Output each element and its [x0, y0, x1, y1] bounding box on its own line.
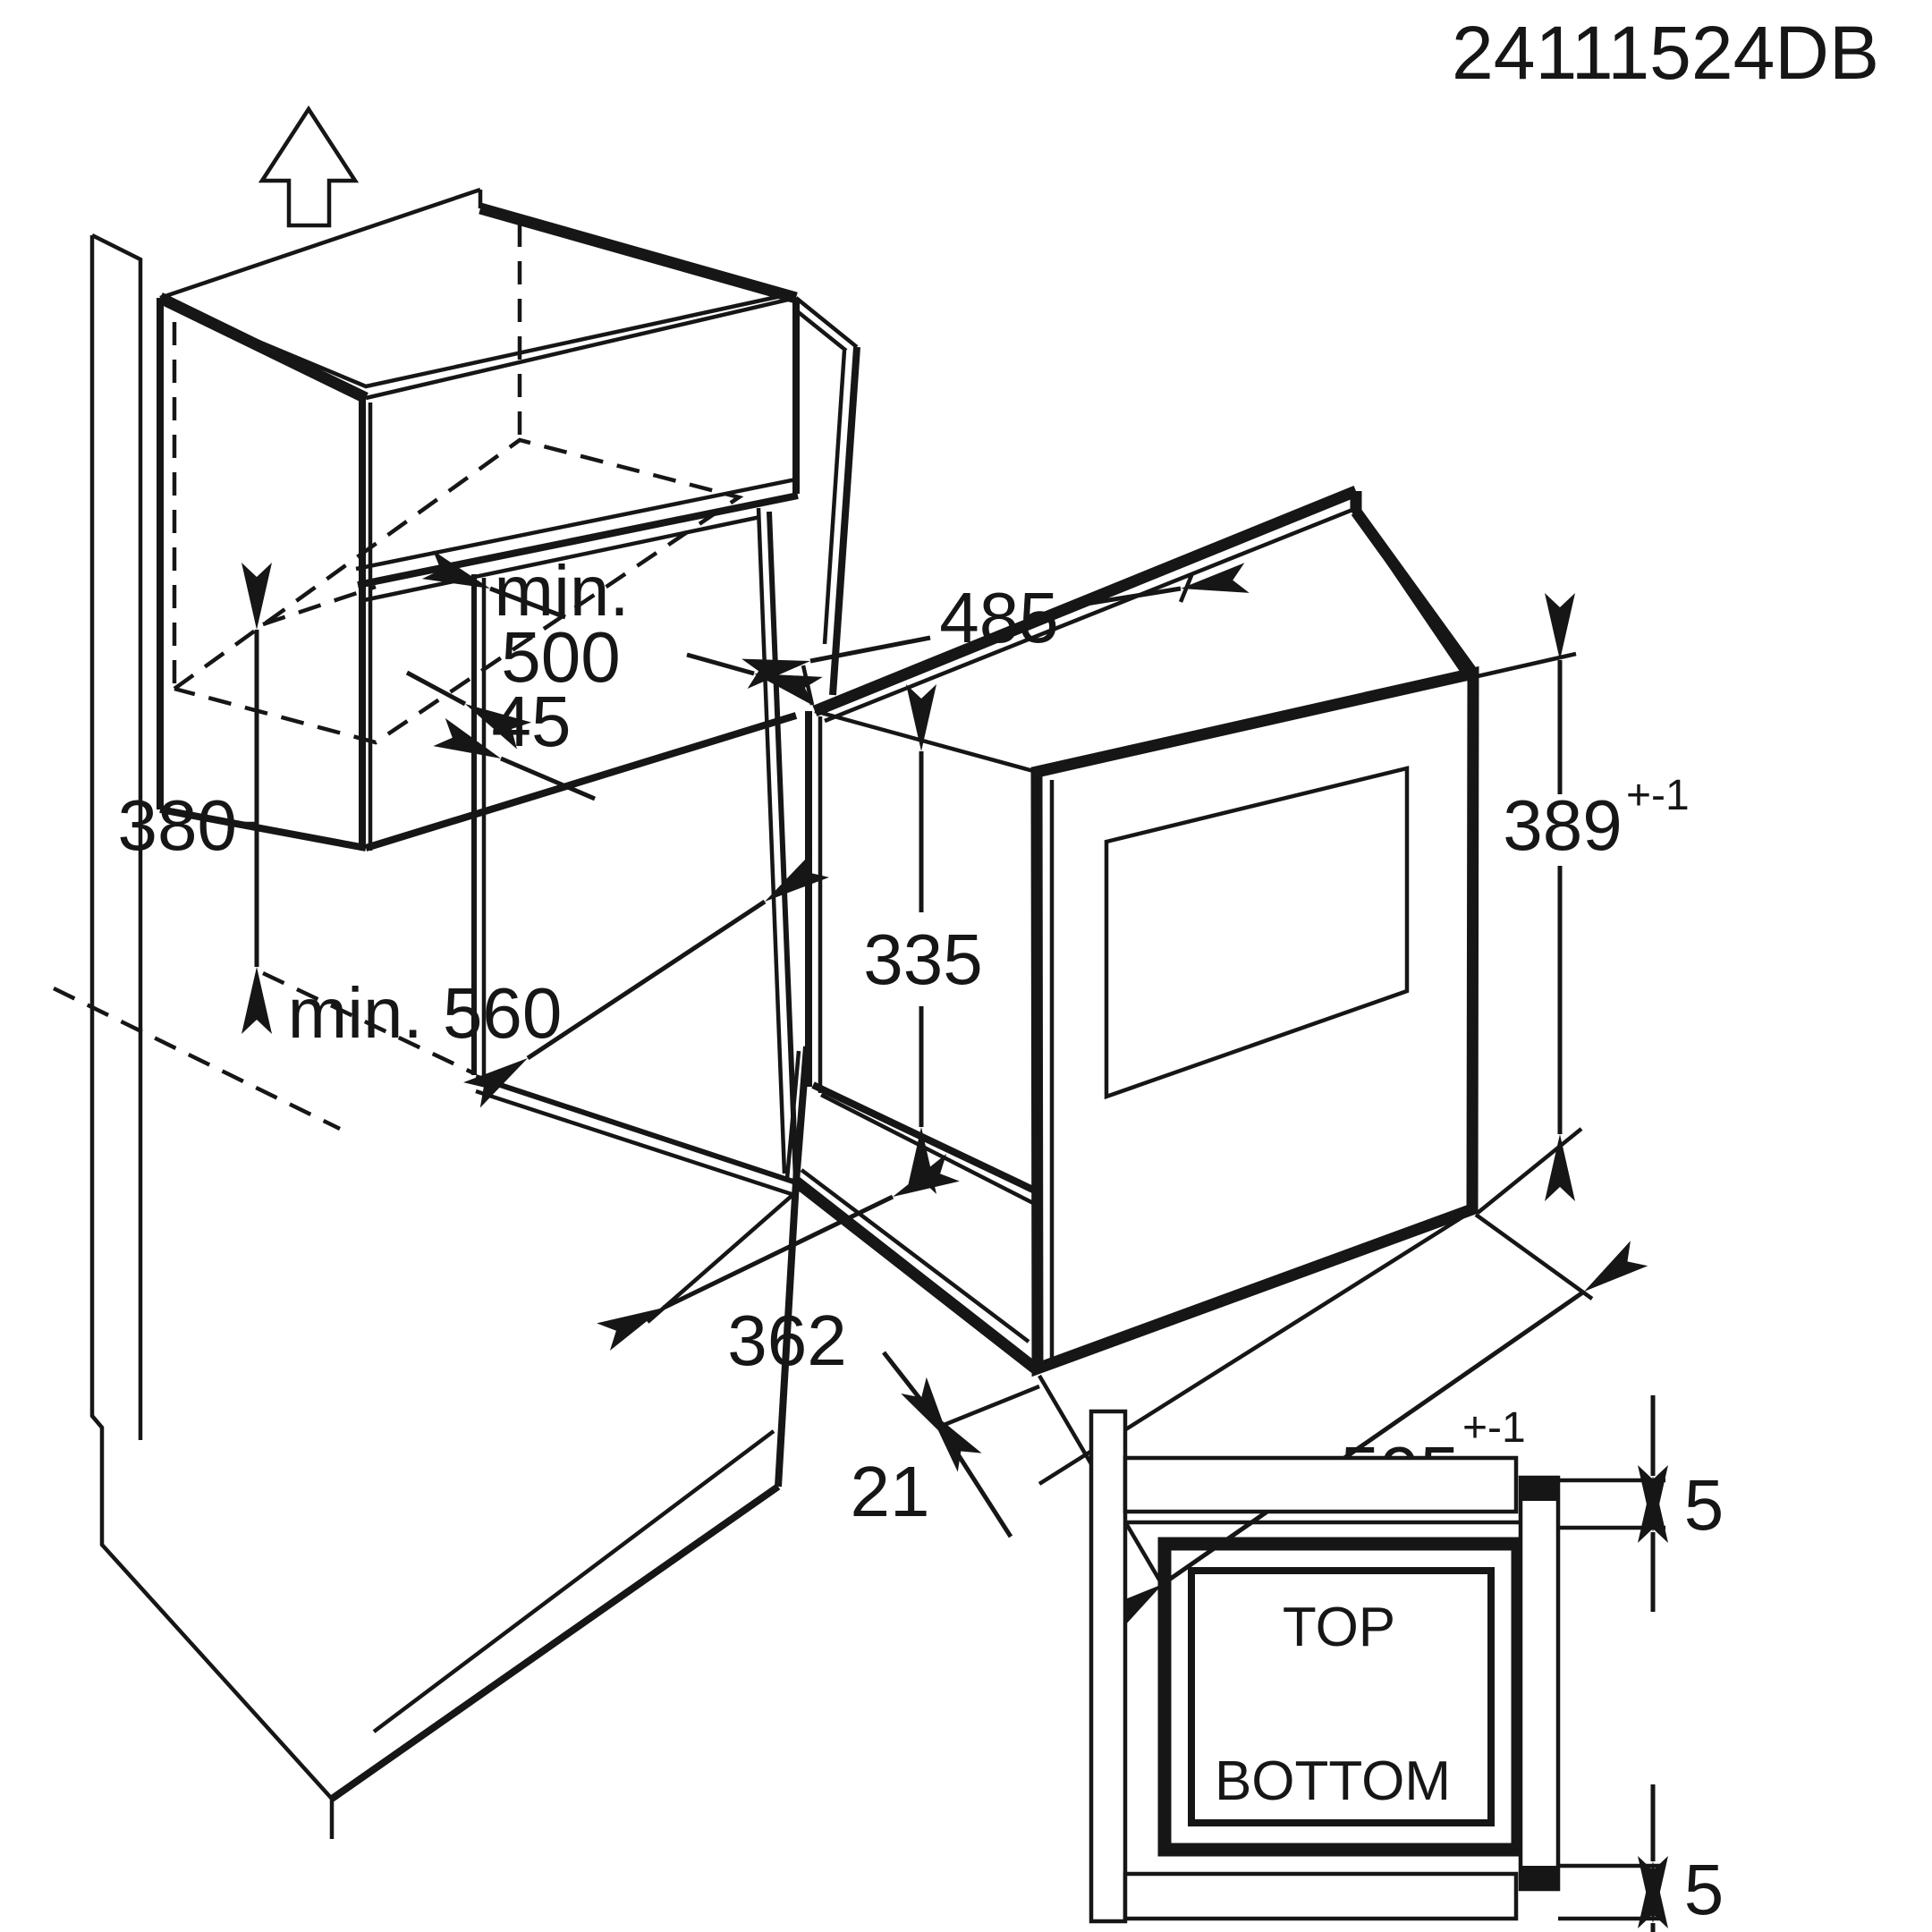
arrow-up-icon [258, 105, 360, 228]
mounting-section-detail: TOP BOTTOM 5 5 [1089, 1395, 1724, 1932]
niche-height-label: 380 [118, 785, 237, 865]
body-width-label: 485 [939, 578, 1058, 657]
body-height-label: 335 [863, 919, 982, 999]
front-height-tolerance: +-1 [1626, 772, 1690, 819]
cabinet-dimensions: min. 500 45 380 min. 560 [118, 550, 829, 1108]
front-height-label: 389 [1503, 785, 1622, 865]
part-number: 24111524DB [1452, 11, 1879, 95]
niche-depth-label: min. 560 [288, 973, 563, 1053]
detail-top-label: TOP [1283, 1597, 1395, 1658]
door-offset-label: 21 [851, 1452, 930, 1531]
front-clearance-label: 45 [492, 682, 572, 761]
front-width-tolerance: +-1 [1462, 1404, 1526, 1452]
microwave-dimensions: 485 335 389 +-1 595 +-1 362 21 [597, 563, 1690, 1635]
cabinet-bottom-panel [1123, 1871, 1519, 1921]
cabinet-side-wall [1089, 1409, 1128, 1924]
gap-top-label: 5 [1684, 1465, 1724, 1545]
trim-frame-outer [1157, 1537, 1525, 1857]
door-edge-section [1518, 1475, 1561, 1892]
cabinet-right-edge [829, 346, 860, 696]
microwave-door [1030, 665, 1479, 1377]
detail-bottom-label: BOTTOM [1215, 1750, 1451, 1812]
cabinet-bottom-edge [329, 1483, 781, 1802]
cabinet-left-stile [89, 235, 334, 1801]
gap-bottom-label: 5 [1684, 1850, 1724, 1929]
niche-width-label-line2: 500 [501, 617, 620, 697]
projection-dashed-line [53, 986, 341, 1131]
cabinet-top-panel [1123, 1455, 1519, 1514]
niche-width-label-line1: min. [494, 551, 629, 631]
body-depth-label: 362 [727, 1301, 846, 1380]
trim-frame-inner [1188, 1567, 1495, 1826]
door-window [1104, 766, 1410, 1100]
